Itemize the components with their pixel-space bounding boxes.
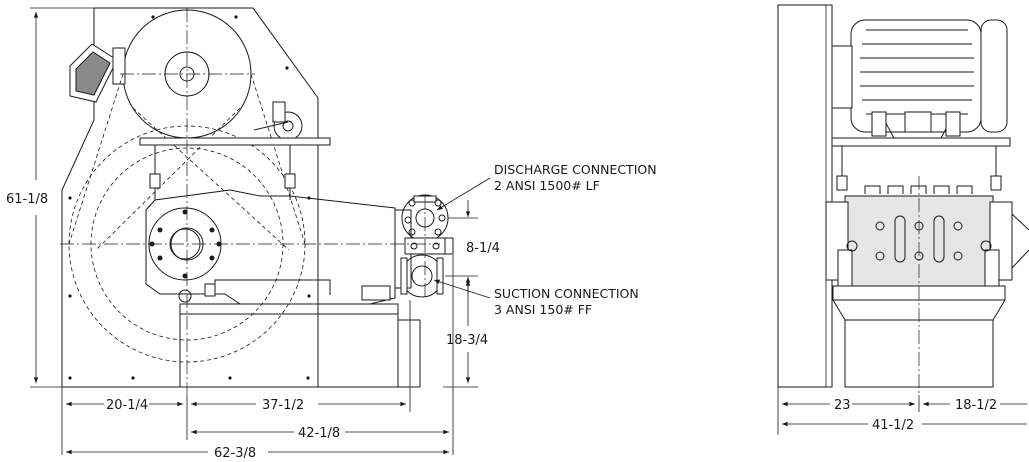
dim-overall-length: 62-3/8 [66, 446, 450, 461]
dim-center-to-flange: 42-1/8 [191, 255, 454, 455]
pump-fluid-end [825, 185, 1029, 291]
dim-label-connection-spacing: 8-1/4 [466, 241, 500, 256]
dim-label-suction-height: 18-3/4 [446, 333, 488, 348]
motor-base [831, 137, 1011, 191]
dim-pump-to-discharge: 37-1/2 [191, 300, 411, 413]
dim-end-right: 18-1/2 [923, 398, 1027, 413]
dim-suction-height: 18-3/4 [443, 279, 488, 388]
dim-label-overall-length: 62-3/8 [214, 446, 256, 461]
discharge-connection-title: DISCHARGE CONNECTION [494, 162, 657, 177]
discharge-connection-spec: 2 ANSI 1500# LF [494, 178, 600, 193]
suction-manifold [400, 254, 444, 298]
dim-label-end-left: 23 [834, 398, 851, 413]
belt-tensioner [253, 101, 303, 141]
belt-guard-panel [777, 4, 833, 388]
motor-end-cap [69, 43, 126, 103]
dim-label-end-right: 18-1/2 [955, 398, 997, 413]
skid-base [179, 303, 421, 388]
end-view-skid [832, 176, 1006, 395]
dim-label-overall-height: 61-1/8 [6, 192, 48, 207]
dim-base-to-pump: 20-1/4 [61, 387, 188, 455]
motor-base-plate [139, 137, 331, 200]
dim-connection-spacing: 8-1/4 [445, 200, 500, 294]
dim-end-overall: 41-1/2 [782, 418, 1027, 433]
callout-leaders [433, 177, 491, 299]
manifold-body [404, 237, 454, 255]
drive-belts [68, 73, 306, 251]
dim-label-pump-to-discharge: 37-1/2 [262, 398, 304, 413]
dim-label-center-to-flange: 42-1/8 [298, 426, 340, 441]
dim-label-end-overall: 41-1/2 [872, 418, 914, 433]
motor [831, 19, 1008, 141]
suction-connection-spec: 3 ANSI 150# FF [494, 302, 592, 317]
end-view: 23 18-1/2 41-1/2 [777, 4, 1029, 435]
dim-label-base-to-pump: 20-1/4 [106, 398, 148, 413]
power-frame [145, 189, 396, 305]
suction-connection-title: SUCTION CONNECTION [494, 286, 639, 301]
side-view: 61-1/8 20-1/4 37-1/2 42-1/8 62-3/8 [6, 7, 657, 461]
centerlines [60, 8, 440, 395]
dim-overall-height: 61-1/8 [6, 7, 94, 388]
dim-end-left: 23 [777, 387, 920, 435]
